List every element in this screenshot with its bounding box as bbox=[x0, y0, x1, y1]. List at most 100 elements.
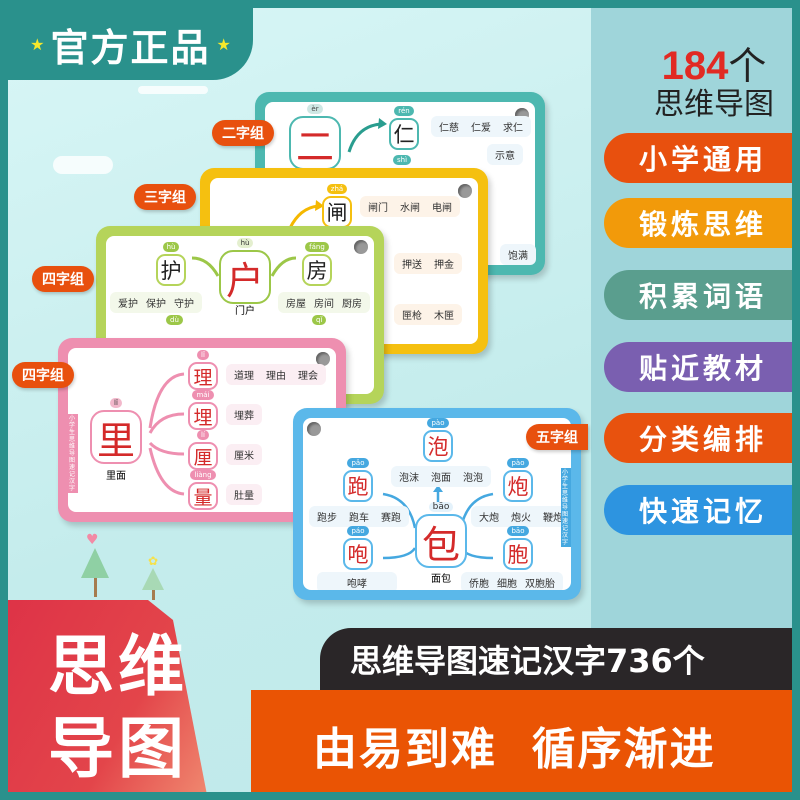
feature-badge: 锻炼思维 bbox=[604, 198, 792, 248]
feature-badge: 快速记忆 bbox=[604, 485, 792, 535]
cloud-decoration bbox=[53, 156, 113, 174]
pinyin: qǐ bbox=[312, 315, 327, 325]
ring-hole bbox=[354, 240, 368, 254]
word: 泡沫 bbox=[399, 473, 419, 484]
star-icon: ★ bbox=[216, 34, 231, 54]
side-label: 小学生思维导图速记汉字 bbox=[68, 414, 78, 493]
word-list: 侨胞细胞双胞胎 bbox=[461, 572, 563, 590]
official-label: 官方正品 bbox=[50, 25, 211, 70]
count-banner: 思维导图速记汉字736个 bbox=[320, 628, 792, 690]
headline-count: 184个 思维导图 bbox=[644, 46, 784, 120]
feature-badge: 积累词语 bbox=[604, 270, 792, 320]
word: 理会 bbox=[298, 371, 318, 382]
word-list: 仁慈 仁爱 求仁 bbox=[431, 116, 531, 137]
arrow-icon bbox=[191, 256, 297, 277]
branch-char: 咆 bbox=[343, 538, 373, 570]
word-list: 埋葬 bbox=[226, 404, 262, 425]
word-list: 道理 理由 理会 bbox=[226, 364, 326, 385]
pinyin: zhá bbox=[326, 184, 348, 194]
branch-char: 跑 bbox=[343, 470, 373, 502]
word-list: 房屋 房间 厨房 bbox=[278, 292, 370, 313]
pinyin: lǐ bbox=[197, 350, 209, 360]
count-number: 184 bbox=[661, 44, 729, 88]
arrow-icon bbox=[382, 485, 494, 560]
pinyin: páo bbox=[347, 526, 369, 536]
heart-icon: ♥ bbox=[86, 532, 99, 548]
ring-hole bbox=[307, 422, 321, 436]
word: 保护 bbox=[146, 299, 166, 310]
group-label: 二字组 bbox=[212, 120, 274, 146]
big-title: 思维 导图 bbox=[48, 626, 188, 790]
word: 房间 bbox=[314, 299, 334, 310]
word-list: 匣枪 木匣 bbox=[394, 304, 462, 325]
word: 细胞 bbox=[497, 579, 517, 590]
group-label: 五字组 bbox=[526, 424, 588, 450]
branch-node: rén 仁 bbox=[389, 106, 419, 150]
word-list: 咆哮 bbox=[317, 572, 397, 590]
word: 肚量 bbox=[234, 491, 254, 502]
branch-char: 仁 bbox=[389, 118, 419, 150]
ring-hole bbox=[316, 352, 330, 366]
word: 炮火 bbox=[511, 513, 531, 524]
tree-decoration bbox=[152, 586, 155, 600]
center-node: hù 户 门户 bbox=[219, 238, 271, 318]
word-list: 闸门 水闸 电闸 bbox=[360, 196, 460, 217]
pinyin: lǐ bbox=[110, 398, 122, 408]
star-icon: ★ bbox=[30, 34, 45, 54]
branch-node: fáng 房 bbox=[302, 242, 332, 286]
word: 里面 bbox=[106, 471, 126, 482]
pinyin: liàng bbox=[190, 470, 216, 480]
pinyin: pào bbox=[507, 458, 529, 468]
branch-char: 理 bbox=[188, 362, 218, 390]
side-label: 小学生思维导图速记汉字 bbox=[561, 468, 571, 547]
word: 水闸 bbox=[400, 203, 420, 214]
word-list: 厘米 bbox=[226, 444, 262, 465]
big-title-line: 导图 bbox=[48, 710, 188, 787]
count-subtitle: 思维导图 bbox=[654, 87, 774, 122]
word: 双胞胎 bbox=[525, 579, 555, 590]
pinyin: mái bbox=[192, 390, 214, 400]
center-node: èr 二 bbox=[289, 104, 341, 170]
center-char: 里 bbox=[90, 410, 142, 464]
pinyin: hù bbox=[162, 242, 180, 252]
feature-badge: 分类编排 bbox=[604, 413, 792, 463]
tree-decoration bbox=[142, 568, 164, 590]
branch-char: 护 bbox=[156, 254, 186, 286]
word: 仁慈 bbox=[439, 123, 459, 134]
word: 道理 bbox=[234, 371, 254, 382]
pinyin: hù bbox=[236, 238, 254, 248]
word: 房屋 bbox=[286, 299, 306, 310]
group-label: 四字组 bbox=[12, 362, 74, 388]
branch-char: 闸 bbox=[322, 196, 352, 228]
group-label: 三字组 bbox=[134, 184, 196, 210]
word-list: 泡沫泡面泡泡 bbox=[391, 466, 491, 487]
center-char: 户 bbox=[219, 250, 271, 304]
word: 守护 bbox=[174, 299, 194, 310]
flower-icon: ✿ bbox=[148, 554, 159, 568]
center-node: lǐ 里 里面 bbox=[90, 398, 142, 482]
word: 木匣 bbox=[434, 311, 454, 322]
branch-node: shì bbox=[393, 155, 412, 167]
word: 大炮 bbox=[479, 513, 499, 524]
word: 仁爱 bbox=[471, 123, 491, 134]
word: 埋葬 bbox=[234, 411, 254, 422]
word: 跑步 bbox=[317, 513, 337, 524]
word-list: 肚量 bbox=[226, 484, 262, 505]
pinyin: rén bbox=[394, 106, 414, 116]
arrow-icon bbox=[288, 200, 324, 229]
tree-decoration bbox=[81, 548, 109, 578]
pinyin: shì bbox=[393, 155, 412, 165]
word-list: 饱满 bbox=[500, 244, 536, 265]
word: 理由 bbox=[266, 371, 286, 382]
word-list: 爱护 保护 守护 bbox=[110, 292, 202, 313]
word-list: 跑步跑车赛跑 bbox=[309, 506, 409, 527]
word: 跑车 bbox=[349, 513, 369, 524]
